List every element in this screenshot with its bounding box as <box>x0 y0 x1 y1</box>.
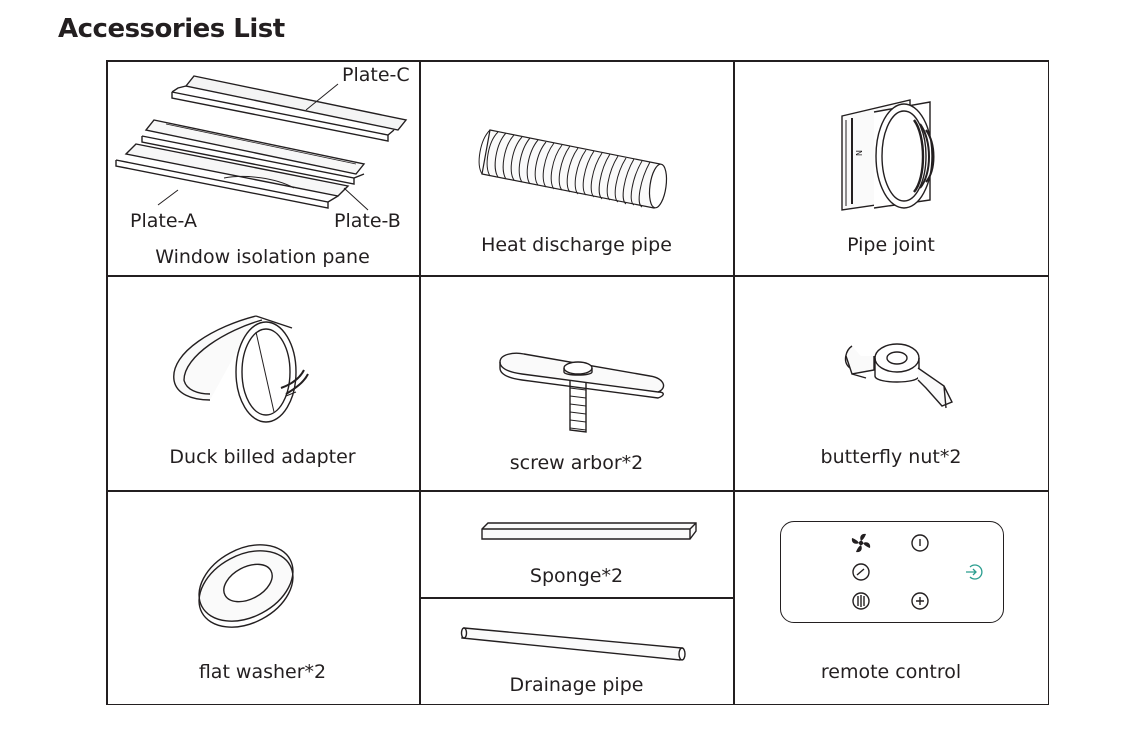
fan-icon <box>851 533 871 553</box>
cell-drainage-pipe: Drainage pipe <box>420 598 733 704</box>
cell-flat-washer: flat washer*2 <box>106 491 419 704</box>
accessories-table: Plate-C Plate-A Plate-B Window isolation… <box>106 60 1049 705</box>
power-icon <box>911 534 929 552</box>
caption-heat-discharge-pipe: Heat discharge pipe <box>481 234 672 256</box>
remote-control-panel <box>780 521 1004 623</box>
cell-remote-control: remote control <box>734 491 1048 704</box>
cell-window-isolation-pane: Plate-C Plate-A Plate-B Window isolation… <box>106 60 419 275</box>
pipe-joint-image: N <box>841 99 935 211</box>
window-pane-image <box>115 75 408 211</box>
label-plate-c: Plate-C <box>342 64 410 86</box>
cell-butterfly-nut: butterfly nut*2 <box>734 276 1048 490</box>
caption-flat-washer: flat washer*2 <box>198 661 327 683</box>
cell-sponge: Sponge*2 <box>420 491 733 597</box>
heat-icon <box>852 592 870 610</box>
caption-butterfly-nut: butterfly nut*2 <box>820 446 962 468</box>
duck-adapter-image <box>173 315 309 423</box>
cell-duck-billed-adapter: Duck billed adapter <box>106 276 419 490</box>
cell-heat-discharge-pipe: Heat discharge pipe <box>420 60 733 275</box>
caption-pipe-joint: Pipe joint <box>847 234 935 256</box>
remote-buttons <box>851 533 983 610</box>
caption-sponge: Sponge*2 <box>529 565 624 587</box>
cell-screw-arbor: screw arbor*2 <box>420 276 733 490</box>
timer-icon <box>852 563 870 581</box>
page-title: Accessories List <box>58 14 285 44</box>
heat-pipe-image <box>478 129 668 209</box>
caption-drainage-pipe: Drainage pipe <box>509 674 644 696</box>
caption-duck-billed-adapter: Duck billed adapter <box>169 446 356 468</box>
mode-icon <box>966 564 983 580</box>
caption-window-isolation-pane: Window isolation pane <box>155 246 370 268</box>
screw-arbor-image <box>499 352 665 433</box>
label-plate-b: Plate-B <box>334 210 401 232</box>
svg-text:N: N <box>855 150 864 156</box>
caption-screw-arbor: screw arbor*2 <box>509 452 644 474</box>
caption-remote-control: remote control <box>820 661 962 683</box>
label-plate-a: Plate-A <box>130 210 197 232</box>
cell-pipe-joint: N Pipe joint <box>734 60 1048 275</box>
plus-icon <box>911 592 929 610</box>
butterfly-nut-image <box>844 343 953 409</box>
drainage-pipe-image <box>460 627 686 661</box>
sponge-image <box>481 522 697 540</box>
flat-washer-image <box>198 544 294 628</box>
